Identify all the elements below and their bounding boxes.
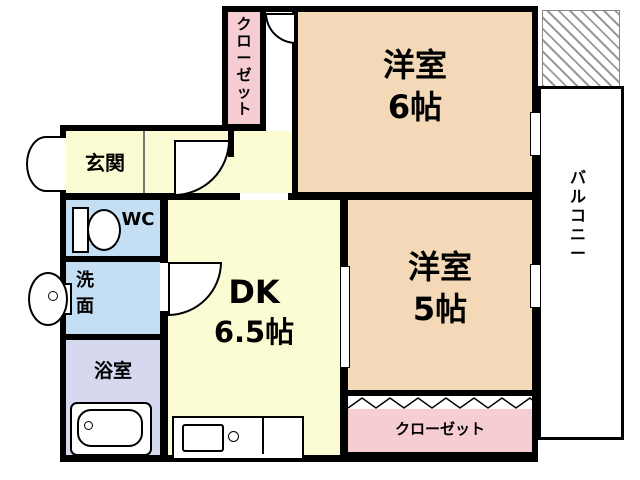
closet-bottom-label: クローゼット bbox=[394, 420, 485, 438]
bathtub-drain-icon bbox=[84, 421, 93, 430]
dk-name: DK bbox=[228, 273, 280, 311]
window-western5 bbox=[530, 264, 541, 308]
room-balcony bbox=[538, 86, 624, 440]
room-western5 bbox=[348, 200, 532, 390]
western6-size: 6帖 bbox=[387, 88, 443, 126]
washroom-dk-opening bbox=[160, 263, 168, 311]
folding-door-zigzag-icon bbox=[348, 396, 532, 409]
western5-label: 洋室 5帖 bbox=[348, 246, 532, 330]
washroom-label: 洗面 bbox=[76, 270, 94, 317]
window-western6 bbox=[530, 112, 541, 156]
western5-name: 洋室 bbox=[407, 248, 472, 286]
dk-label: DK 6.5帖 bbox=[168, 272, 340, 352]
bathtub-icon bbox=[70, 402, 152, 456]
hatched-area bbox=[542, 10, 620, 88]
balcony-label: バルコニー bbox=[569, 168, 586, 263]
entrance-step-line bbox=[143, 131, 145, 193]
toilet-icon bbox=[87, 209, 121, 251]
kitchen-faucet-icon bbox=[228, 431, 239, 442]
bathroom-label: 浴室 bbox=[93, 360, 132, 382]
door-stub-wall bbox=[228, 131, 234, 157]
room-dk bbox=[168, 200, 340, 455]
kitchen-divider bbox=[262, 418, 264, 454]
room-closet-top bbox=[228, 12, 260, 124]
closet-top-label: クローゼット bbox=[236, 15, 252, 118]
hall-dk-opening bbox=[240, 193, 288, 200]
washbasin-icon bbox=[28, 272, 68, 326]
western6-label: 洋室 6帖 bbox=[298, 44, 532, 128]
dk-size: 6.5帖 bbox=[213, 315, 295, 349]
kitchen-sink-icon bbox=[182, 424, 224, 452]
sliding-door-dk-western5 bbox=[340, 266, 350, 368]
western6-name: 洋室 bbox=[382, 46, 447, 84]
room-western6 bbox=[298, 12, 532, 192]
room-washroom bbox=[66, 262, 160, 334]
kitchen-counter-icon bbox=[172, 416, 304, 460]
entrance-label: 玄関 bbox=[85, 151, 125, 175]
wc-label: WC bbox=[121, 209, 155, 230]
western5-size: 5帖 bbox=[412, 290, 468, 328]
entrance-door-swing-arc-icon bbox=[26, 136, 66, 192]
washbasin-drain-icon bbox=[48, 291, 58, 301]
bathtub-inner-icon bbox=[77, 409, 143, 447]
